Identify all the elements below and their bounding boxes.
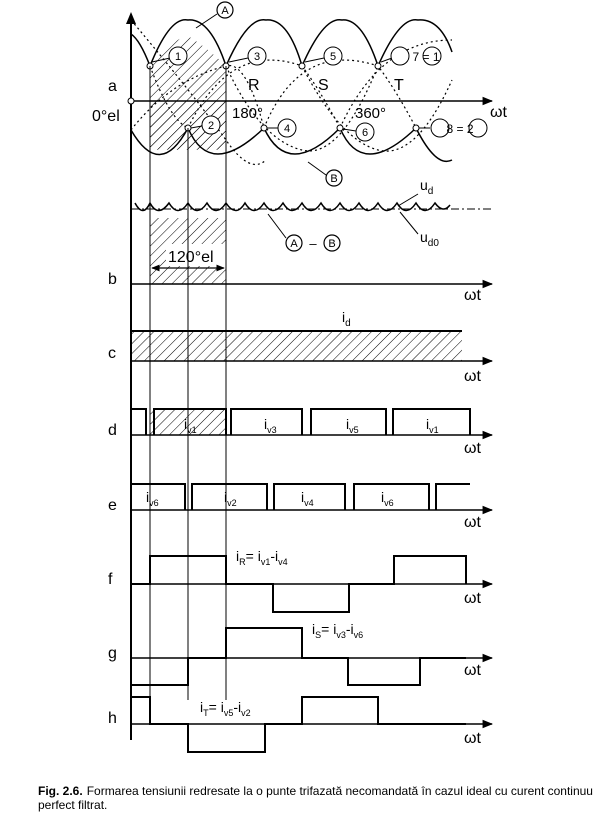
commutation-point-7: 7 = 1 (374, 46, 442, 70)
commutation-point-2: 2 (184, 115, 221, 135)
svg-text:f: f (108, 571, 113, 588)
lower-valve-labels: iv6 iv2 iv4 iv6 (146, 489, 394, 508)
svg-text:2: 2 (208, 120, 214, 132)
svg-text:iv1: iv1 (426, 416, 439, 435)
svg-text:g: g (108, 645, 117, 662)
svg-text:iv6: iv6 (381, 489, 394, 508)
axis-labels: ωt ωt ωt ωt ωt ωt ωt ωt (464, 104, 507, 747)
commutation-point-6: 6 (336, 122, 375, 142)
envelope-difference-label: A – B (267, 213, 341, 252)
svg-text:ωt: ωt (490, 104, 507, 121)
commutation-point-5: 5 (298, 46, 343, 70)
caption-text: Formarea tensiunii redresate la o punte … (38, 784, 593, 812)
svg-text:iv4: iv4 (301, 489, 314, 508)
angle-label-360: 360° (355, 105, 386, 122)
svg-text:ud0: ud0 (420, 229, 439, 249)
svg-text:ωt: ωt (464, 514, 481, 531)
svg-text:b: b (108, 271, 117, 288)
svg-text:iv6: iv6 (146, 489, 159, 508)
voltage-label-ud0: ud0 (399, 211, 439, 249)
upper-valve-pulses (131, 408, 471, 435)
phase-current-r-waveform (131, 555, 467, 613)
svg-text:A: A (290, 238, 298, 250)
svg-text:A: A (221, 5, 229, 17)
envelope-a-solid (149, 19, 453, 67)
svg-text:ωt: ωt (464, 287, 481, 304)
svg-text:3: 3 (254, 51, 260, 63)
commutation-point-8: 8 = 2 (412, 118, 488, 138)
valve-v1-shade (150, 409, 226, 435)
phase-label-t: T (394, 77, 404, 94)
svg-text:ωt: ωt (464, 440, 481, 457)
phase-current-s-label: iS= iv3-iv6 (312, 621, 363, 640)
phase-current-s-waveform (131, 627, 466, 686)
svg-text:ωt: ωt (464, 730, 481, 747)
svg-text:e: e (108, 497, 117, 514)
svg-text:iv2: iv2 (224, 489, 237, 508)
dc-current-label: id (342, 309, 351, 329)
svg-text:ωt: ωt (464, 368, 481, 385)
envelope-a-start (130, 33, 151, 67)
envelope-label-b: B (307, 161, 343, 187)
lower-valve-pulses (131, 483, 470, 510)
envelope-label-a: A (195, 1, 234, 29)
svg-text:120°el: 120°el (168, 249, 214, 266)
envelope-b-solid (130, 127, 453, 162)
phase-current-t-label: iT= iv5-iv2 (200, 699, 251, 718)
svg-text:4: 4 (284, 123, 290, 135)
commutation-guides (149, 66, 227, 700)
svg-text:–: – (309, 236, 317, 251)
svg-text:d: d (108, 422, 117, 439)
phase-label-r: R (248, 77, 260, 94)
commutation-point-3: 3 (222, 46, 267, 70)
phase-label-s: S (318, 77, 329, 94)
angle-label-0: 0°el (92, 108, 120, 125)
svg-text:ωt: ωt (464, 662, 481, 679)
svg-text:c: c (108, 345, 116, 362)
svg-text:B: B (328, 238, 335, 250)
voltage-label-ud: ud (397, 177, 433, 207)
svg-text:6: 6 (362, 127, 368, 139)
phase-current-r-label: iR= iv1-iv4 (236, 548, 288, 567)
origin-marker (127, 97, 135, 105)
svg-text:B: B (330, 173, 337, 185)
dc-current-band (131, 331, 462, 361)
upper-valve-labels: iv1 iv3 iv5 iv1 (184, 416, 439, 435)
svg-text:1: 1 (175, 51, 181, 63)
row-labels: a b c d e f g h (108, 78, 117, 727)
phase-current-t-waveform (131, 696, 466, 753)
svg-text:iv5: iv5 (346, 416, 359, 435)
commutation-point-1: 1 (146, 46, 188, 70)
svg-text:ud: ud (420, 177, 433, 197)
conduction-interval-dimension: 120°el (151, 244, 228, 272)
svg-text:ωt: ωt (464, 590, 481, 607)
svg-text:5: 5 (330, 51, 336, 63)
figure-number: Fig. 2.6. (38, 784, 83, 798)
vertical-axis-arrow (126, 12, 136, 24)
commutation-point-4: 4 (260, 118, 297, 138)
svg-text:7 = 1: 7 = 1 (412, 50, 439, 64)
svg-text:iv3: iv3 (264, 416, 277, 435)
svg-text:8 = 2: 8 = 2 (446, 122, 473, 136)
svg-text:a: a (108, 78, 117, 95)
svg-text:iv1: iv1 (184, 416, 197, 435)
figure-caption: Fig. 2.6.Formarea tensiunii redresate la… (38, 784, 598, 812)
svg-text:h: h (108, 710, 117, 727)
angle-label-180: 180° (232, 105, 263, 122)
